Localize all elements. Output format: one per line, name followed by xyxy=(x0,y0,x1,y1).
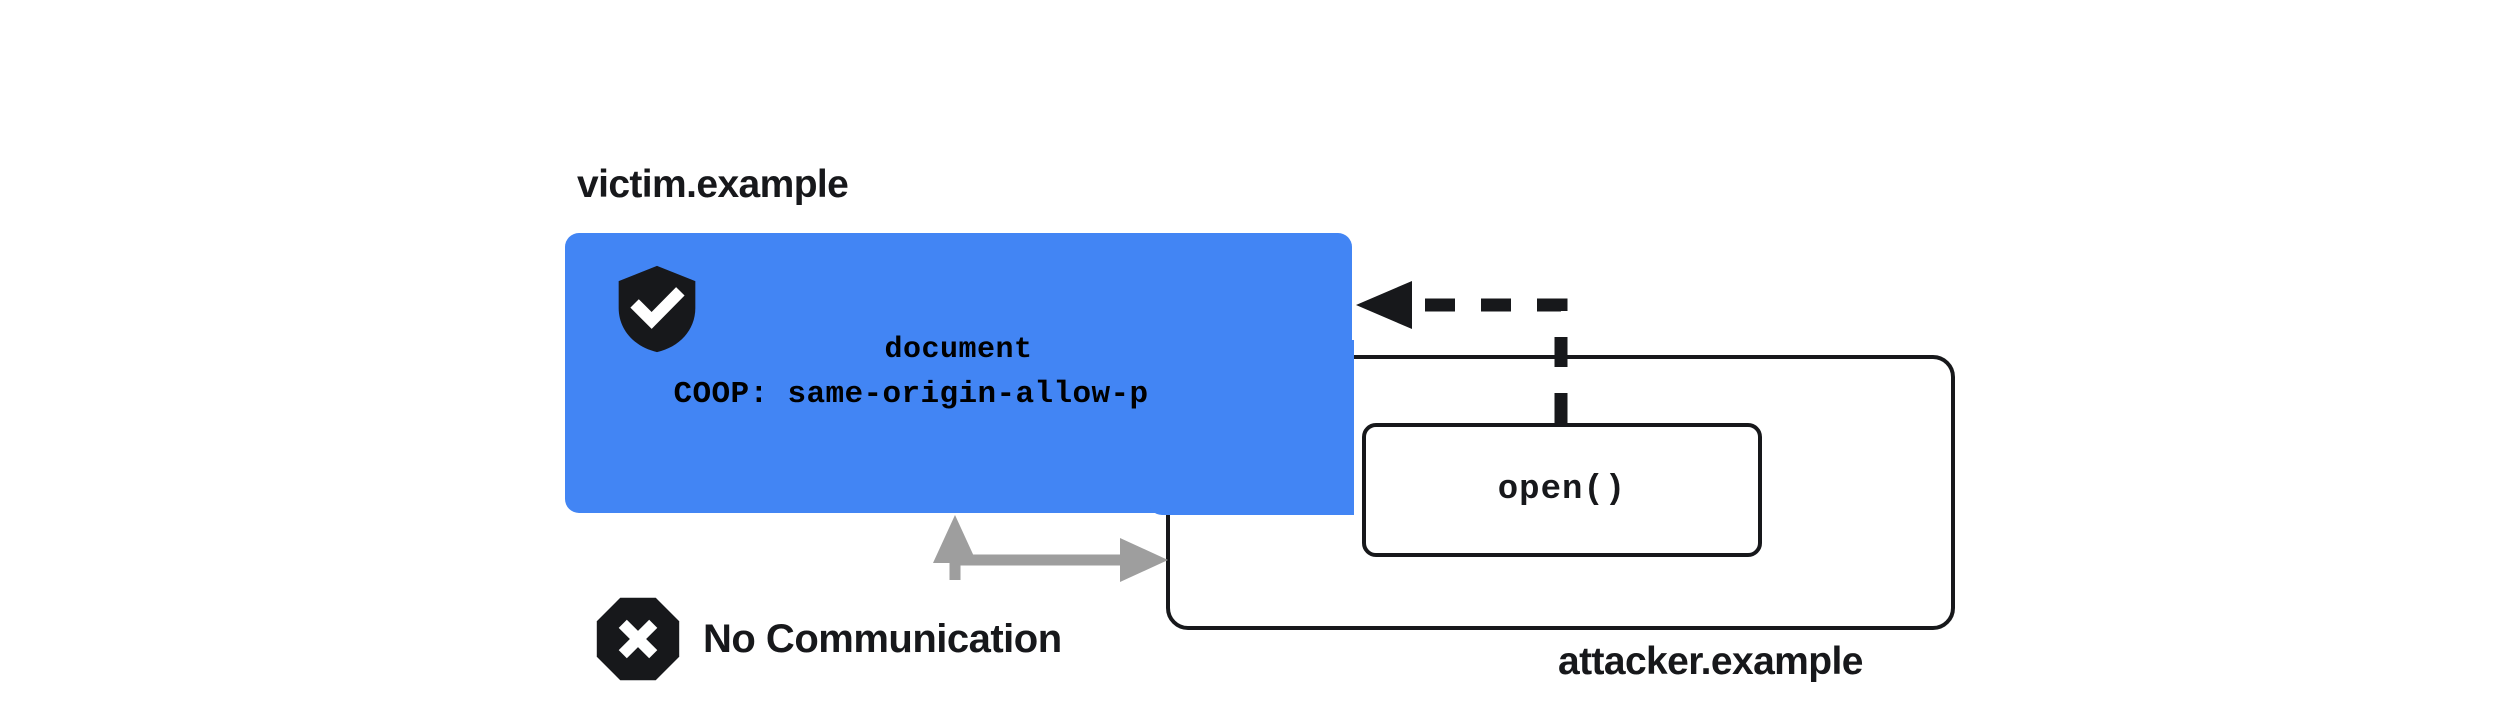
no-communication-group: No Communication xyxy=(595,596,1062,682)
attacker-origin-label: attacker.example xyxy=(1558,640,1863,683)
frame-overlap-mask xyxy=(1148,340,1354,515)
document-label: document xyxy=(884,333,1033,367)
shield-check-icon xyxy=(618,265,696,353)
no-communication-arrows xyxy=(933,515,1168,582)
open-popup-box: open() xyxy=(1362,423,1762,557)
octagon-x-icon xyxy=(596,597,680,681)
open-call-label: open() xyxy=(1497,471,1627,509)
victim-origin-label: victim.example xyxy=(577,163,849,206)
no-communication-label: No Communication xyxy=(703,617,1062,661)
